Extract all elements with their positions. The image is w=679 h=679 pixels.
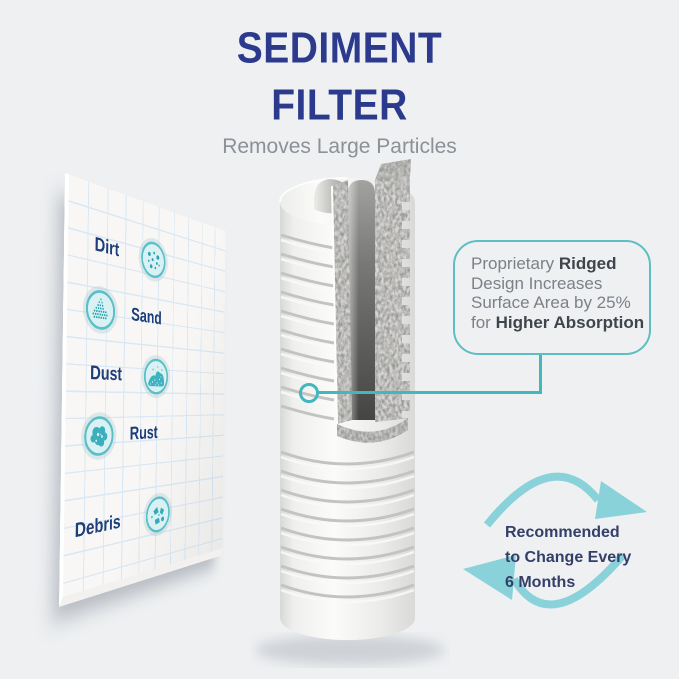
- particle-row-sand: Sand: [67, 279, 225, 349]
- callout-l4-bold: Higher Absorption: [495, 312, 645, 332]
- callout-l1-normal: Proprietary: [471, 254, 555, 273]
- filter-illustration: [255, 159, 445, 665]
- callout-text: Proprietary Ridged Design Increases Surf…: [471, 254, 649, 332]
- page-title: SEDIMENT FILTER: [0, 20, 679, 134]
- recommendation-line3: 6 Months: [505, 574, 576, 591]
- subtitle: Removes Large Particles: [222, 135, 457, 158]
- particle-label: Rust: [129, 422, 158, 445]
- sand-icon: [82, 282, 119, 336]
- particle-row-rust: Rust: [65, 410, 224, 464]
- particle-panel: Dirt: [59, 173, 226, 607]
- callout-connector-vertical: [539, 355, 542, 394]
- recommendation-text: Recommended to Change Every 6 Months: [505, 520, 631, 595]
- dust-icon: [140, 353, 170, 399]
- dirt-icon: [138, 233, 169, 285]
- particle-row-dirt: Dirt: [68, 212, 226, 298]
- title-line2: FILTER: [271, 81, 408, 130]
- particle-label: Sand: [131, 304, 162, 329]
- callout-l4-normal: for: [471, 312, 491, 332]
- recommendation-line1: Recommended: [505, 524, 620, 541]
- debris-icon: [143, 490, 173, 540]
- particle-label: Dust: [89, 361, 123, 385]
- callout-box: Proprietary Ridged Design Increases Surf…: [453, 240, 651, 355]
- particle-label: Dirt: [94, 233, 120, 261]
- callout-connector-horizontal: [318, 391, 541, 394]
- recycle-arrows-icon: [463, 472, 647, 609]
- title-line1: SEDIMENT: [236, 24, 443, 73]
- rust-icon: [80, 411, 117, 462]
- callout-l3: Surface Area by 25%: [471, 293, 631, 312]
- callout-l1-bold: Ridged: [558, 254, 617, 273]
- header: SEDIMENT FILTER Removes Large Particles: [0, 0, 679, 159]
- recommendation-line2: to Change Every: [505, 549, 632, 566]
- particle-label: Debris: [74, 511, 121, 543]
- callout-l2: Design Increases: [471, 273, 603, 293]
- particle-row-dust: Dust: [66, 346, 224, 399]
- particle-row-debris: Debris: [64, 482, 223, 560]
- callout-anchor-ring: [299, 383, 319, 403]
